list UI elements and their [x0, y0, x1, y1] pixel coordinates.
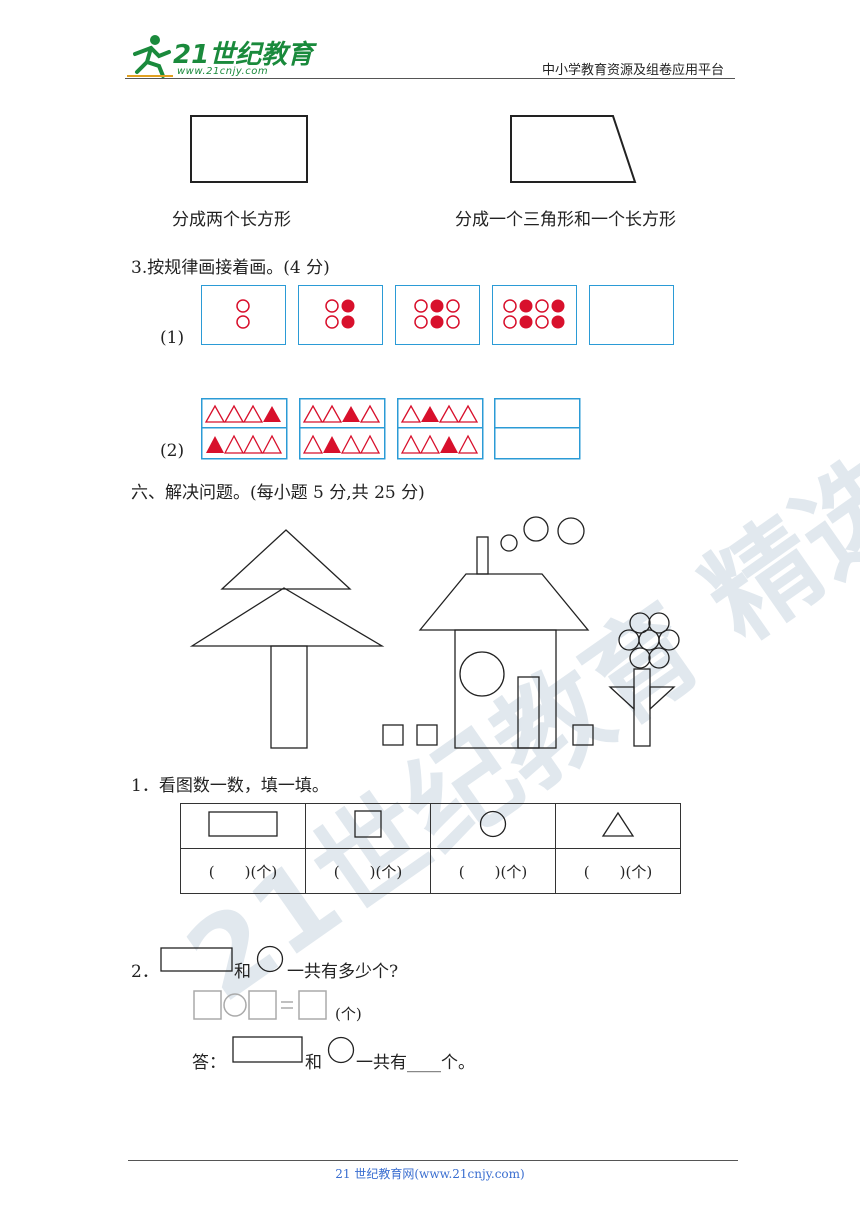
q2-number: 2．	[131, 962, 159, 982]
pattern-box-4	[492, 285, 577, 345]
circle-pattern-1	[236, 299, 250, 329]
answer-circle-icon	[327, 1036, 355, 1064]
tree-bottom-triangle	[189, 587, 385, 647]
q2-circle-icon	[256, 945, 284, 973]
footer-rule	[128, 1160, 738, 1161]
triangle-pattern-2	[299, 398, 386, 460]
runner-logo-icon	[127, 35, 173, 78]
q1-title: 1．看图数一数，填一填。	[131, 776, 329, 796]
answer-label: 答：	[192, 1053, 226, 1073]
house-window	[459, 651, 505, 697]
smoke-circle-3	[557, 517, 585, 545]
logo-url: www.21cnjy.com	[177, 66, 269, 77]
flower-right-leaf	[649, 686, 676, 711]
triangle-pattern-1	[201, 398, 288, 460]
count-cell-triangle[interactable]: ( )(个)	[555, 848, 681, 894]
header-rule	[125, 78, 735, 79]
answer-rectangle-icon	[232, 1036, 303, 1063]
left-caption: 分成两个长方形	[172, 210, 291, 230]
count-cell-square[interactable]: ( )(个)	[305, 848, 431, 894]
pattern-answer-box-2[interactable]	[494, 398, 581, 460]
equation-boxes[interactable]	[193, 990, 333, 1022]
table-header-circle	[430, 803, 556, 849]
q2-and: 和	[234, 962, 251, 982]
house-door	[517, 676, 540, 749]
answer-and: 和	[305, 1053, 322, 1073]
answer-tail[interactable]: 一共有____个。	[356, 1053, 475, 1073]
house-roof	[418, 573, 590, 631]
smoke-circle-2	[523, 516, 549, 542]
chimney	[476, 536, 489, 575]
q2-question-tail: 一共有多少个?	[287, 962, 399, 982]
shapes-scene	[189, 516, 680, 749]
q3-part1-label: (1)	[160, 328, 185, 348]
logo: 21世纪教育 www.21cnjy.com	[125, 32, 325, 82]
triangle-icon	[601, 811, 635, 837]
house-body	[454, 629, 557, 749]
table-header-square	[305, 803, 431, 849]
pattern-answer-box-1[interactable]	[589, 285, 674, 345]
circle-pattern-3	[414, 299, 460, 329]
equation-unit: (个)	[335, 1005, 362, 1023]
small-square-1	[382, 724, 404, 746]
tree-trunk	[270, 645, 308, 749]
triangle-pattern-3	[397, 398, 484, 460]
pattern-box-1	[201, 285, 286, 345]
trapezoid-shape	[510, 115, 637, 183]
pattern-box-3	[395, 285, 480, 345]
rectangle-icon	[208, 811, 278, 837]
logo-text: 21世纪教育	[173, 40, 314, 70]
q2-rectangle-icon	[160, 947, 233, 972]
count-cell-circle[interactable]: ( )(个)	[430, 848, 556, 894]
small-square-2	[416, 724, 438, 746]
flower-left-leaf	[608, 686, 635, 711]
section6-title: 六、解决问题。(每小题 5 分,共 25 分)	[131, 483, 425, 503]
right-caption: 分成一个三角形和一个长方形	[455, 210, 676, 230]
small-square-3	[572, 724, 594, 746]
count-cell-rectangle[interactable]: ( )(个)	[180, 848, 306, 894]
smoke-circle-1	[500, 534, 518, 552]
circle-pattern-4	[503, 299, 565, 329]
table-header-rectangle	[180, 803, 306, 849]
header-tagline: 中小学教育资源及组卷应用平台	[542, 63, 725, 78]
q3-title: 3.按规律画接着画。(4 分)	[131, 258, 330, 278]
rectangle-shape	[190, 115, 308, 183]
footer-text[interactable]: 21 世纪教育网(www.21cnjy.com)	[335, 1167, 525, 1181]
table-header-triangle	[555, 803, 681, 849]
square-icon	[354, 810, 382, 838]
circle-icon	[479, 810, 507, 838]
circle-pattern-2	[325, 299, 355, 329]
pattern-box-2	[298, 285, 383, 345]
q3-part2-label: (2)	[160, 441, 185, 461]
flower-stem	[633, 668, 651, 747]
count-table: ( )(个) ( )(个) ( )(个) ( )(个)	[180, 803, 681, 894]
tree-top-triangle	[220, 529, 352, 590]
